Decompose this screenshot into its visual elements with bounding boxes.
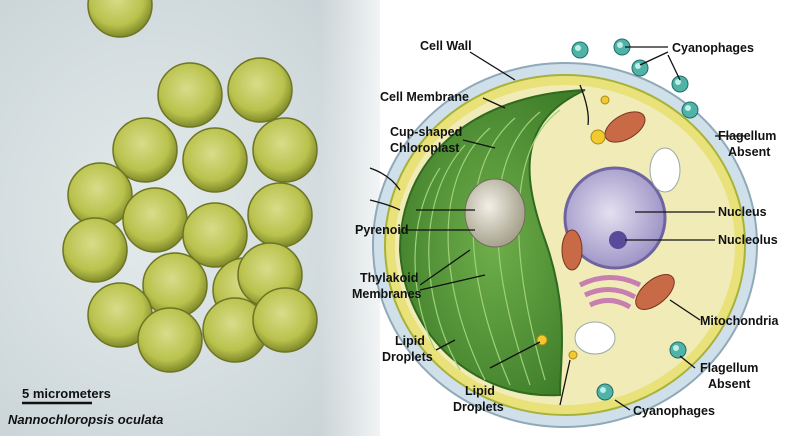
algae-cell [252, 117, 318, 183]
label-nucleus: Nucleus [718, 205, 767, 219]
label-pyrenoid: Pyrenoid [355, 223, 409, 237]
label-cyanophages-bottom: Cyanophages [633, 404, 715, 418]
label-thylakoid-1: Thylakoid [360, 271, 418, 285]
label-thylakoid-2: Membranes [352, 287, 422, 301]
label-lipid-left-1: Lipid [395, 334, 425, 348]
label-lipid-bottom-2: Droplets [453, 400, 504, 414]
cyanophages [571, 38, 699, 401]
label-nucleolus: Nucleolus [718, 233, 778, 247]
golgi [578, 275, 642, 310]
algae-cell [122, 187, 188, 253]
label-flagellum-top-1: Flagellum [718, 129, 776, 143]
algae-cell [227, 57, 293, 123]
pyrenoid [464, 178, 526, 248]
algae-cell [182, 127, 248, 193]
leader-lines [369, 46, 745, 411]
cyanophage [571, 41, 589, 59]
label-lipid-bottom-1: Lipid [465, 384, 495, 398]
cyanophage [669, 341, 687, 359]
algae-cell [252, 287, 318, 353]
label-cell-membrane: Cell Membrane [380, 90, 469, 104]
algae-cell [137, 307, 203, 373]
lipid-droplets [536, 95, 610, 360]
algae-cell [157, 62, 223, 128]
nucleolus [609, 231, 627, 249]
micrograph: 5 micrometers Nannochloropsis oculata [0, 0, 400, 436]
species-name: Nannochloropsis oculata [8, 412, 163, 427]
label-cyanophages-top: Cyanophages [672, 41, 754, 55]
algae-cells [62, 0, 318, 373]
algae-cell [247, 182, 313, 248]
algae-cell [182, 202, 248, 268]
nucleus [563, 166, 667, 270]
algae-cell [142, 252, 208, 318]
label-mitochondria: Mitochondria [700, 314, 780, 328]
mitochondria [561, 111, 675, 310]
cyanophage [681, 101, 699, 119]
vacuoles [574, 147, 681, 355]
label-flagellum-top-2: Absent [728, 145, 771, 159]
label-flagellum-bottom-2: Absent [708, 377, 751, 391]
algae-cell [87, 0, 153, 38]
cyanophage [671, 75, 689, 93]
label-flagellum-bottom-1: Flagellum [700, 361, 758, 375]
cyanophage [596, 383, 614, 401]
cell-illustration: Cell Wall Cell Membrane Cup-shaped Chlor… [352, 38, 780, 428]
algae-cell [112, 117, 178, 183]
label-chloroplast-1: Cup-shaped [390, 125, 462, 139]
label-cell-wall: Cell Wall [420, 39, 472, 53]
algae-cell [62, 217, 128, 283]
cyanophage [631, 59, 649, 77]
label-lipid-left-2: Droplets [382, 350, 433, 364]
scale-bar-label: 5 micrometers [22, 386, 111, 401]
label-chloroplast-2: Chloroplast [390, 141, 460, 155]
